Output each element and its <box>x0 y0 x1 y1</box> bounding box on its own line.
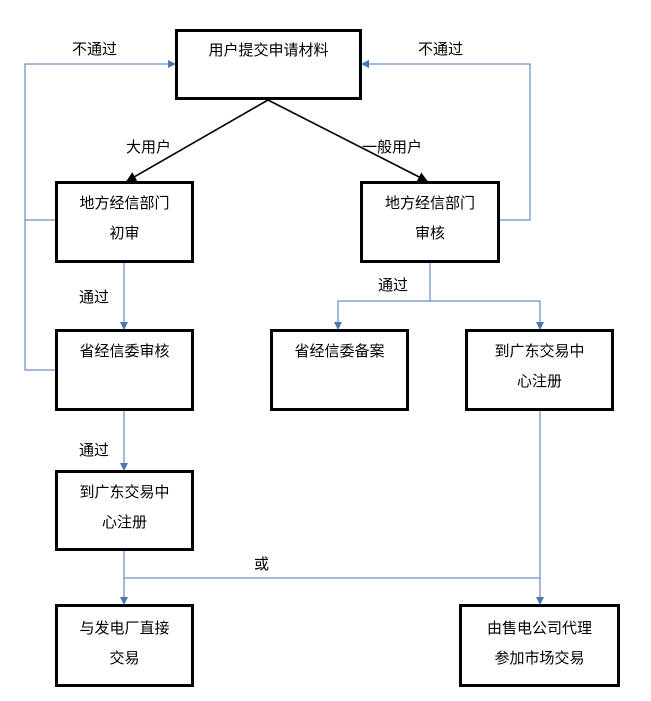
node-gd-register-left-line2: 心注册 <box>101 513 147 531</box>
node-agent-trade-line1: 由售电公司代理 <box>486 619 592 637</box>
edge-reject-left-top <box>24 60 176 220</box>
node-direct-trade: 与发电厂直接 交易 <box>55 604 194 687</box>
edge-submit-to-general-user <box>267 99 428 182</box>
label-general-user: 一般用户 <box>362 138 423 156</box>
edge-reject-left <box>24 219 55 371</box>
node-local-first-review-line2: 初审 <box>109 224 140 242</box>
label-or: 或 <box>254 555 270 573</box>
node-local-first-review: 地方经信部门 初审 <box>55 181 194 263</box>
node-direct-trade-line1: 与发电厂直接 <box>79 619 170 637</box>
node-local-review-line2: 审核 <box>414 224 445 242</box>
node-local-review: 地方经信部门 审核 <box>360 181 500 263</box>
node-province-review-text: 省经信委审核 <box>79 342 170 360</box>
label-pass-left-1: 通过 <box>79 288 110 306</box>
node-agent-trade: 由售电公司代理 参加市场交易 <box>459 604 620 687</box>
node-local-first-review-line1: 地方经信部门 <box>79 194 170 212</box>
edge-submit-to-large-user <box>126 99 269 182</box>
node-submit-text: 用户提交申请材料 <box>208 41 329 59</box>
node-province-filing: 省经信委备案 <box>270 329 409 411</box>
edge-pass-right-split-2 <box>430 300 544 330</box>
label-reject-right: 不通过 <box>418 40 464 58</box>
node-gd-register-left: 到广东交易中 心注册 <box>55 470 194 551</box>
node-gd-register-left-line1: 到广东交易中 <box>79 483 170 501</box>
edge-reject-right <box>361 60 531 221</box>
node-gd-register-right-line1: 到广东交易中 <box>494 342 585 360</box>
label-pass-right: 通过 <box>378 276 409 294</box>
node-gd-register-right: 到广东交易中 心注册 <box>465 329 614 411</box>
label-reject-left: 不通过 <box>72 40 118 58</box>
label-pass-left-2: 通过 <box>79 441 110 459</box>
edge-pass-right-split <box>334 263 431 330</box>
node-local-review-line1: 地方经信部门 <box>384 194 475 212</box>
node-province-review: 省经信委审核 <box>55 329 194 411</box>
node-direct-trade-line2: 交易 <box>109 649 140 667</box>
node-submit: 用户提交申请材料 <box>175 29 362 100</box>
node-gd-register-right-line2: 心注册 <box>516 372 562 390</box>
node-agent-trade-line2: 参加市场交易 <box>494 649 585 667</box>
label-large-user: 大用户 <box>126 138 172 156</box>
node-province-filing-text: 省经信委备案 <box>294 342 385 360</box>
